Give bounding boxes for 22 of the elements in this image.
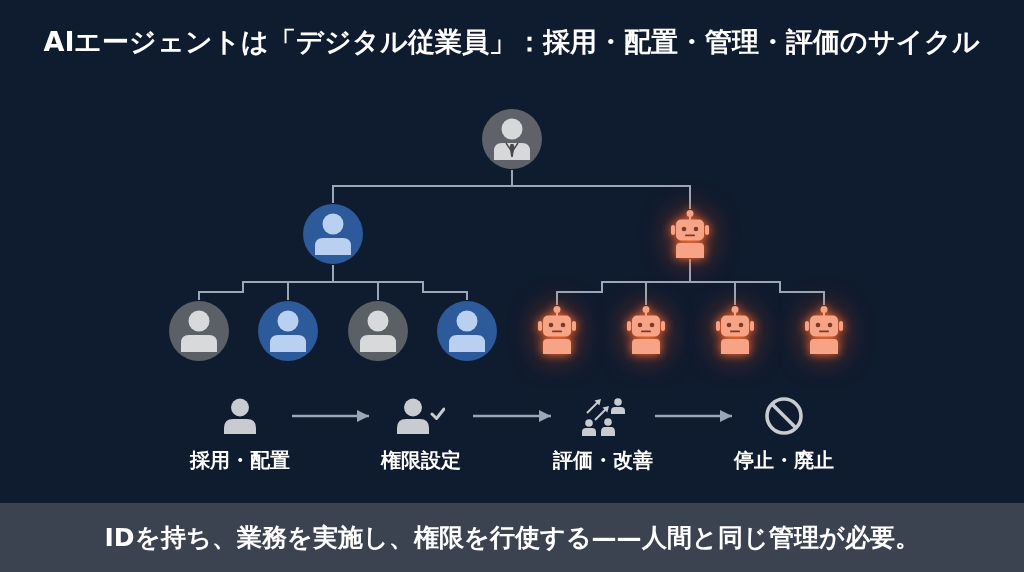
arrow <box>473 409 551 423</box>
step-label: 採用・配置 <box>190 447 290 474</box>
title: AIエージェントは「デジタル従業員」：採用・配置・管理・評価のサイクル <box>43 25 981 59</box>
businessman-icon <box>482 109 542 169</box>
robot-icon <box>535 306 579 354</box>
person-icon <box>437 301 497 361</box>
person-icon <box>303 204 363 264</box>
robot-icon <box>713 306 757 354</box>
caption: IDを持ち、業務を実施し、権限を行使する——人間と同じ管理が必要。 <box>104 521 920 554</box>
arrow <box>292 409 369 423</box>
robot-icon <box>802 306 846 354</box>
connector-line <box>511 169 691 210</box>
robot-icon <box>668 210 712 258</box>
arrow <box>655 409 732 423</box>
step-label: 評価・改善 <box>553 447 653 474</box>
person-icon <box>258 301 318 361</box>
connector-line <box>689 258 825 306</box>
person-icon <box>169 301 229 361</box>
person-icon <box>348 301 408 361</box>
step-label: 停止・廃止 <box>734 447 834 474</box>
robot-icon <box>624 306 668 354</box>
step-label: 権限設定 <box>381 447 461 474</box>
